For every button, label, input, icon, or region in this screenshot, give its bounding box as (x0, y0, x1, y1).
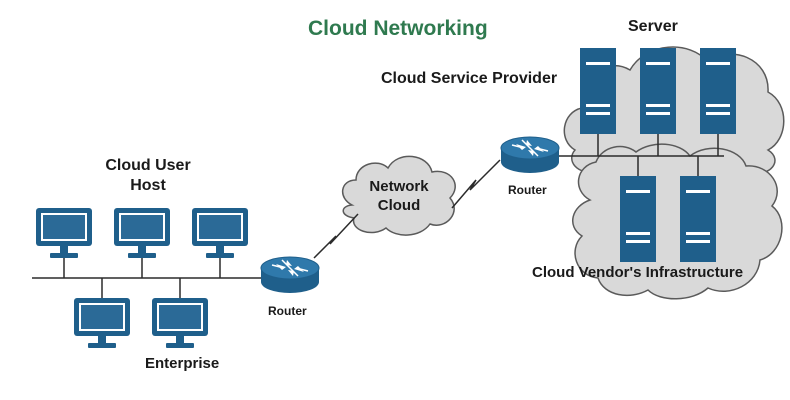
monitor-icon (192, 208, 248, 258)
cloud-user-label-line1: Cloud User (105, 157, 191, 174)
server-icon (680, 176, 716, 262)
cloud-service-provider-label: Cloud Service Provider (381, 70, 558, 87)
network-cloud-icon (342, 155, 456, 236)
monitor-icon (152, 298, 208, 348)
network-cloud-label: Network Cloud (353, 177, 445, 215)
server-label: Server (628, 18, 678, 35)
cloud-vendor-infrastructure-label: Cloud Vendor's Infrastructure (532, 264, 744, 281)
monitor-icon (114, 208, 170, 258)
router-icon (260, 256, 320, 294)
server-bus (559, 134, 724, 176)
server-icon (620, 176, 656, 262)
server-icon (580, 48, 616, 134)
diagram-title: Cloud Networking (308, 17, 488, 40)
cloud-user-host-label: Cloud User Host (98, 156, 198, 196)
network-cloud-label-line2: Cloud (377, 197, 421, 214)
cloud-user-label-line2: Host (130, 177, 166, 194)
server-icon (700, 48, 736, 134)
lightning-link-icon (313, 159, 501, 259)
router-left-label: Router (268, 304, 307, 318)
monitor-icon (74, 298, 130, 348)
router-icon (500, 136, 560, 174)
monitor-icon (36, 208, 92, 258)
router-right-label: Router (508, 183, 547, 197)
server-icon (640, 48, 676, 134)
enterprise-label: Enterprise (145, 355, 220, 372)
lan-bus (32, 257, 262, 298)
network-cloud-label-line1: Network (369, 178, 429, 195)
